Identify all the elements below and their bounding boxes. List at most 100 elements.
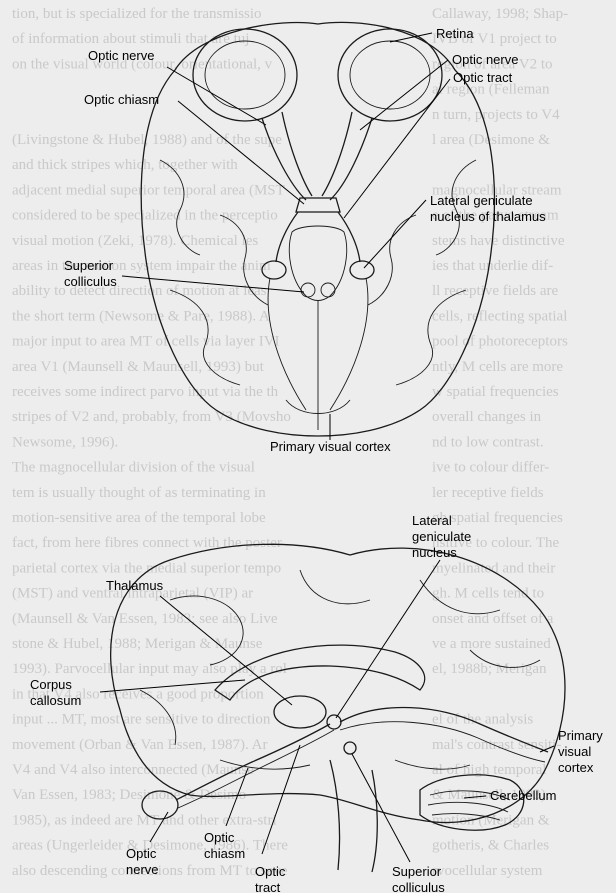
label-optic-nerve-bottom-line2: nerve [126, 862, 159, 877]
background-text-line: cells, reflecting spatial [432, 308, 567, 324]
background-text-line: Callaway, 1998; Shap- [432, 6, 568, 22]
background-text-line: The magnocellular division of the visual [12, 460, 255, 476]
background-text-line: considered to be specialized in the perc… [12, 208, 278, 224]
background-text-line: major input to area MT of cells via laye… [12, 334, 280, 350]
midbrain-drawing [289, 226, 346, 301]
background-text-line: areas in the motion system impair the an… [12, 258, 271, 274]
background-text-line: ler receptive fields [432, 485, 544, 501]
optic-chiasm-drawing [296, 198, 340, 212]
optic-radiation-right [330, 278, 368, 410]
background-text-line: gh. M cells tend to [432, 586, 544, 602]
background-text-line: movement (Orban & Van Essen, 1987). Ar [12, 737, 268, 753]
right-eye-inner [350, 41, 430, 109]
background-text-line: ive to colour differ- [432, 460, 549, 476]
background-text-line: receives some indirect parvo input via t… [12, 384, 279, 400]
label-primary-visual-cortex-top: Primary visual cortex [270, 439, 391, 454]
right-eye [338, 29, 442, 121]
label-sup-coll-top-line1: Superior [64, 258, 114, 273]
colliculus-left-drawing [301, 283, 315, 297]
label-optic-nerve-bottom-line1: Optic [126, 846, 157, 861]
background-text-line: fact, from here fibres connect with the … [12, 535, 282, 551]
label-optic-tract-bottom-line2: tract [255, 880, 281, 893]
label-thalamus: Thalamus [106, 578, 164, 593]
background-text-line: el, 1988b; Merigan [432, 661, 547, 677]
background-text-line: mal's contrast sensiti- [432, 737, 561, 753]
label-retina: Retina [436, 26, 474, 41]
background-text-line: V4 and V4 also interconnected (Maunse [12, 762, 254, 778]
label-optic-chiasm-bottom-line2: chiasm [204, 846, 245, 861]
background-text-line: ies that underlie dif- [432, 258, 553, 274]
background-text-line: and thick stripes which, together with [12, 157, 238, 173]
optic-tract-left-drawing [276, 212, 298, 262]
label-cerebellum: Cerebellum [490, 788, 556, 803]
background-text-line: nd to low contrast. [432, 434, 544, 450]
background-text-line: n turn, projects to V4 [432, 107, 560, 123]
label-optic-chiasm: Optic chiasm [84, 92, 159, 107]
background-text-line: the short term (Newsome & Pare, 1988). A [12, 308, 270, 324]
background-text-line: adjacent medial superior temporal area (… [12, 182, 285, 198]
lgn-bottom-leader [336, 560, 440, 718]
background-text-line: tem is usually thought of as terminating… [12, 485, 266, 501]
label-optic-chiasm-bottom-line1: Optic [204, 830, 235, 845]
label-lgn-bottom-line1: Lateral [412, 513, 452, 528]
label-lgn-bottom-line2: geniculate [412, 529, 471, 544]
background-text-line: (Maunsell & Van Essen, 1983; see also Li… [12, 611, 278, 627]
background-text-line: myelinated and their [432, 560, 555, 576]
label-optic-tract-bottom-line1: Optic [255, 864, 286, 879]
lgn-top-leader [364, 200, 426, 268]
background-text-line: w spatial frequencies [432, 384, 559, 400]
background-text-line: input ... MT, most are sensitive to dire… [12, 712, 271, 728]
background-text-line: Newsome, 1996). [12, 434, 118, 450]
label-pvc-bottom-line1: Primary [558, 728, 603, 743]
label-optic-tract: Optic tract [453, 70, 513, 85]
label-sup-coll-top-line2: colliculus [64, 274, 117, 289]
background-text-line: ve a more sustained [432, 636, 551, 652]
gyrus-1 [170, 596, 243, 665]
optic-nerve-left-drawing-2 [282, 112, 312, 196]
background-text-line: ntly, M cells are more [432, 359, 563, 375]
label-lgn-bottom-line3: nucleus [412, 545, 457, 560]
label-pvc-bottom-line2: visual [558, 744, 591, 759]
background-text-line: area V1 (Maunsell & Maunsell, 1993) but [12, 359, 265, 375]
optic-tract-right-drawing [338, 212, 360, 262]
background-text-line: onset and offset of a [432, 611, 554, 627]
optic-nerve-right-drawing-2 [322, 112, 352, 196]
background-text-line: stems have distinctive [432, 233, 565, 249]
lgn-right-drawing [350, 261, 374, 279]
background-text-line: 1985), as indeed are MT and other extra-… [12, 812, 277, 828]
label-sup-coll-bottom-line2: colliculus [392, 880, 445, 893]
label-sup-coll-bottom-line1: Superior [392, 864, 442, 879]
sup-coll-bottom-leader [352, 754, 410, 862]
background-text-line: 1993). Parvocellular input may also play… [12, 661, 287, 677]
label-corpus-line2: callosum [30, 693, 81, 708]
label-lgn-top-line1: Lateral geniculate [430, 193, 533, 208]
label-optic-nerve-right: Optic nerve [452, 52, 518, 67]
background-text-line: pool of photoreceptors [432, 334, 568, 350]
optic-nerve-left-leader [167, 67, 266, 125]
optic-nerve-right-drawing [330, 118, 372, 200]
label-pvc-bottom-line3: cortex [558, 760, 594, 775]
lgn-bottom-drawing [327, 715, 341, 729]
background-text-line: gotheris, & Charles [432, 838, 549, 854]
background-text-line: motion-sensitive area of the temporal lo… [12, 510, 266, 526]
cortex-fold-7 [368, 215, 416, 305]
background-text-line: stripes of V2 and, probably, from V3 (Mo… [12, 409, 291, 425]
background-text-line: l area (Desimone & [432, 132, 550, 148]
label-lgn-top-line2: nucleus of thalamus [430, 209, 546, 224]
left-eye-inner [205, 41, 285, 109]
background-text-line: parietal cortex via the medial superior … [12, 560, 281, 576]
thalamus-drawing [274, 696, 326, 728]
colliculus-right-drawing [321, 283, 335, 297]
brainstem-drawing [330, 760, 377, 872]
label-optic-nerve-left: Optic nerve [88, 48, 154, 63]
sup-coll-bottom-drawing [344, 742, 356, 754]
background-text-line: visual motion (Zeki, 1978). Chemical les [12, 233, 258, 249]
background-text-line: tion, but is specialized for the transmi… [12, 6, 262, 22]
background-text-line: rvocellular system [432, 863, 543, 879]
gyrus-2 [300, 570, 370, 604]
background-text-left-column: tion, but is specialized for the transmi… [12, 6, 291, 879]
label-corpus-line1: Corpus [30, 677, 72, 692]
background-text-line: overall changes in [432, 409, 542, 425]
background-text-line: Van Essen, 1983; Desimone & Desimo [12, 787, 246, 803]
